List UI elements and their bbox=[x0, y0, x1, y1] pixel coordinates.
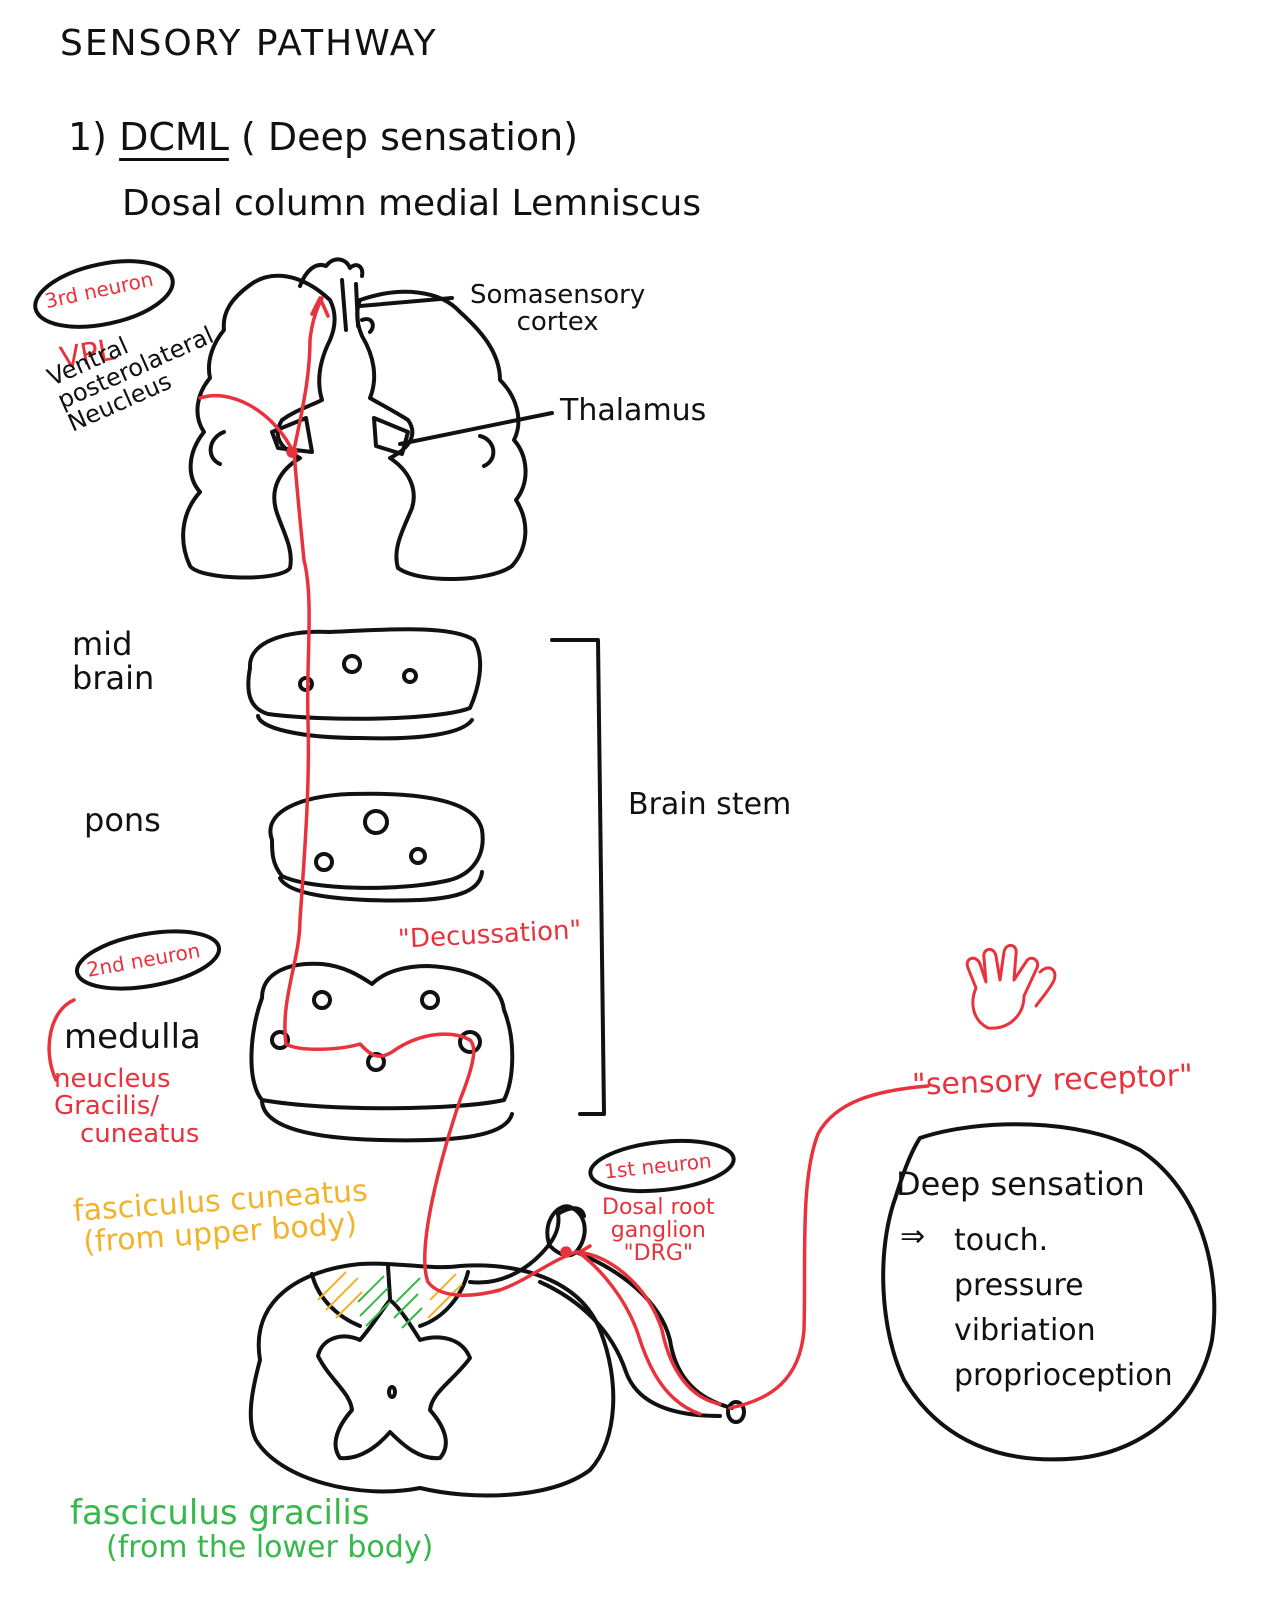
thalamus-right bbox=[374, 418, 408, 454]
gracilis-line-1: fasciculus gracilis bbox=[70, 1496, 433, 1532]
deep-sensation-title: Deep sensation bbox=[896, 1168, 1145, 1200]
cortex-line-2: cortex bbox=[470, 309, 645, 336]
somatosensory-cortex-label: Somasensory cortex bbox=[470, 282, 645, 337]
midbrain-hole-1 bbox=[344, 656, 360, 672]
deep-sensation-list: touch. pressure vibriation proprioceptio… bbox=[954, 1218, 1173, 1398]
pathway-ascending bbox=[730, 1086, 928, 1408]
drg-line-2: ganglion bbox=[602, 1219, 715, 1242]
section-description: ( Deep sensation) bbox=[241, 115, 578, 159]
ventricle-left bbox=[211, 432, 224, 464]
deep-sensation-item-proprioception: proprioception bbox=[954, 1353, 1173, 1398]
medulla-label: medulla bbox=[64, 1020, 201, 1054]
deep-sensation-item-vibration: vibriation bbox=[954, 1308, 1173, 1353]
hand-icon bbox=[967, 945, 1055, 1028]
central-canal bbox=[389, 1387, 395, 1397]
cortex-gyri bbox=[300, 259, 362, 286]
pathway-to-cord bbox=[425, 1040, 576, 1295]
deep-sensation-item-pressure: pressure bbox=[954, 1263, 1173, 1308]
section-heading: 1) DCML ( Deep sensation) bbox=[68, 118, 578, 156]
midbrain-hole-2 bbox=[404, 670, 416, 682]
cortex-pointer bbox=[360, 298, 452, 306]
medulla-hole-1 bbox=[314, 992, 330, 1008]
page-title: SENSORY PATHWAY bbox=[60, 26, 438, 62]
drg-line-1: Dosal root bbox=[602, 1196, 715, 1219]
posterior-column-border bbox=[312, 1266, 468, 1326]
cortex-line-1: Somasensory bbox=[470, 282, 645, 309]
brainstem-bracket bbox=[552, 640, 604, 1114]
pons-hole-3 bbox=[316, 854, 332, 870]
midbrain-label: mid brain bbox=[72, 628, 154, 695]
nucleus-line-1: neucleus bbox=[54, 1066, 199, 1093]
section-number: 1) bbox=[68, 115, 107, 159]
pons-hole-2 bbox=[411, 849, 425, 863]
spinal-grey-matter bbox=[318, 1300, 470, 1458]
nucleus-line-3: cuneatus bbox=[54, 1121, 199, 1148]
pons-label: pons bbox=[84, 804, 161, 836]
drg-label: Dosal root ganglion "DRG" bbox=[602, 1196, 715, 1265]
thalamus-pointer bbox=[400, 413, 552, 444]
ventricle-right bbox=[480, 436, 493, 466]
spinal-nerve-lower bbox=[540, 1282, 720, 1416]
pons-hole-1 bbox=[365, 811, 387, 833]
midbrain-hole-3 bbox=[300, 678, 312, 690]
section-full-name: Dosal column medial Lemniscus bbox=[122, 186, 701, 222]
midbrain-line-1: mid bbox=[72, 628, 154, 662]
deep-sensation-item-touch: touch. bbox=[954, 1218, 1173, 1263]
brain-stem-label: Brain stem bbox=[628, 790, 791, 820]
fasciculus-gracilis-label: fasciculus gracilis (from the lower body… bbox=[70, 1496, 433, 1563]
deep-sensation-arrow: ⇒ bbox=[900, 1222, 925, 1252]
midbrain-slice bbox=[248, 629, 480, 719]
midbrain-line-2: brain bbox=[72, 662, 154, 696]
section-abbrev: DCML bbox=[119, 115, 229, 159]
gracilis-line-2: (from the lower body) bbox=[70, 1532, 433, 1564]
nucleus-line-2: Gracilis/ bbox=[54, 1093, 199, 1120]
nucleus-label: neucleus Gracilis/ cuneatus bbox=[54, 1066, 199, 1148]
medulla-hole-2 bbox=[422, 992, 438, 1008]
drg-line-3: "DRG" bbox=[602, 1242, 715, 1265]
drg-node bbox=[562, 1248, 570, 1256]
vpl-node bbox=[288, 448, 296, 456]
thalamus-label: Thalamus bbox=[560, 396, 706, 426]
